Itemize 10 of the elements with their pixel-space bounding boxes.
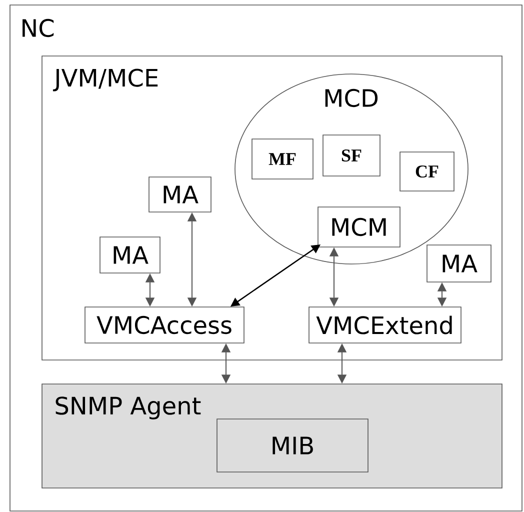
process-box: SF [322,134,380,176]
process-box: VMCExtend [308,306,462,344]
process-box: CF [400,152,454,192]
process-box: VMCAccess [84,306,244,344]
process-box: MA [100,236,160,274]
process-box: MF [252,138,314,180]
process-box: MA [426,244,492,282]
process-box: MIB [216,418,368,472]
process-box: MA [148,176,212,212]
process-box: MCM [318,206,400,248]
